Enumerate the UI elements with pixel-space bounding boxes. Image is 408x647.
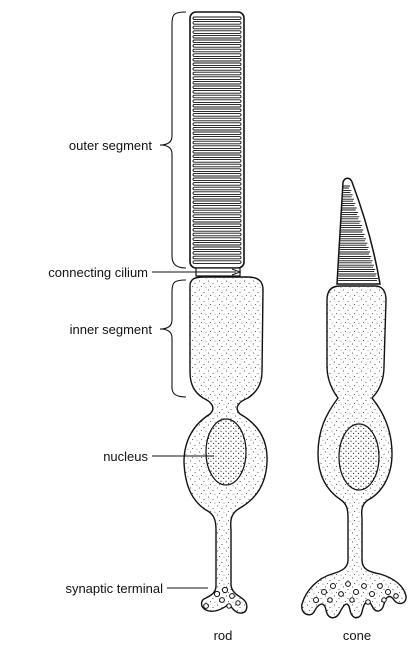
rod-disc (193, 114, 241, 117)
rod-disc (193, 58, 241, 61)
rod-disc (193, 242, 241, 245)
rod-disc (193, 49, 241, 52)
rod-disc (193, 63, 241, 66)
rod-disc (193, 164, 241, 167)
cone-outer-segment (337, 178, 380, 284)
rod-disc (193, 215, 241, 218)
nucleus-label: nucleus (103, 449, 148, 464)
rod-disc (193, 192, 241, 195)
rod-disc (193, 95, 241, 98)
rod-disc (193, 45, 241, 48)
rod-disc (193, 224, 241, 227)
rod-disc (193, 238, 241, 241)
rod-disc (193, 229, 241, 232)
rod-disc (193, 141, 241, 144)
inner-segment-bracket (160, 280, 186, 397)
rod-cell (184, 12, 267, 613)
rod-disc (193, 201, 241, 204)
rod-label: rod (214, 628, 233, 643)
rod-disc (193, 100, 241, 103)
rod-disc (193, 219, 241, 222)
rod-disc (193, 178, 241, 181)
rod-disc (193, 210, 241, 213)
rod-disc (193, 247, 241, 250)
rod-disc (193, 109, 241, 112)
connecting-cilium-label: connecting cilium (48, 265, 148, 280)
rod-disc (193, 31, 241, 34)
rod-disc (193, 17, 241, 20)
rod-disc (193, 118, 241, 121)
rod-disc (193, 261, 241, 264)
cone-nucleus (339, 424, 379, 490)
rod-disc (193, 256, 241, 259)
rod-disc (193, 35, 241, 38)
rod-disc (193, 40, 241, 43)
rod-disc (193, 155, 241, 158)
rod-disc (193, 196, 241, 199)
rod-disc (193, 26, 241, 29)
rod-disc (193, 187, 241, 190)
rod-disc (193, 72, 241, 75)
outer-segment-label: outer segment (69, 138, 152, 153)
rod-disc (193, 252, 241, 255)
rod-disc (193, 150, 241, 153)
rod-disc (193, 183, 241, 186)
inner-segment-label: inner segment (70, 322, 153, 337)
rod-disc (193, 146, 241, 149)
cone-cell (302, 178, 406, 618)
rod-disc (193, 81, 241, 84)
synaptic-terminal-label: synaptic terminal (65, 581, 163, 596)
rod-disc (193, 22, 241, 25)
rod-disc (193, 86, 241, 89)
rod-disc (193, 160, 241, 163)
rod-disc (193, 206, 241, 209)
rod-disc (193, 91, 241, 94)
rod-disc (193, 233, 241, 236)
rod-disc (193, 132, 241, 135)
rod-disc (193, 77, 241, 80)
rod-disc (193, 173, 241, 176)
rod-disc (193, 68, 241, 71)
rod-disc (193, 104, 241, 107)
cone-label: cone (343, 628, 371, 643)
rod-disc (193, 123, 241, 126)
rod-disc (193, 54, 241, 57)
rod-disc (193, 127, 241, 130)
rod-disc (193, 169, 241, 172)
rod-disc (193, 137, 241, 140)
rod-nucleus (206, 419, 246, 485)
outer-segment-bracket (160, 12, 186, 268)
